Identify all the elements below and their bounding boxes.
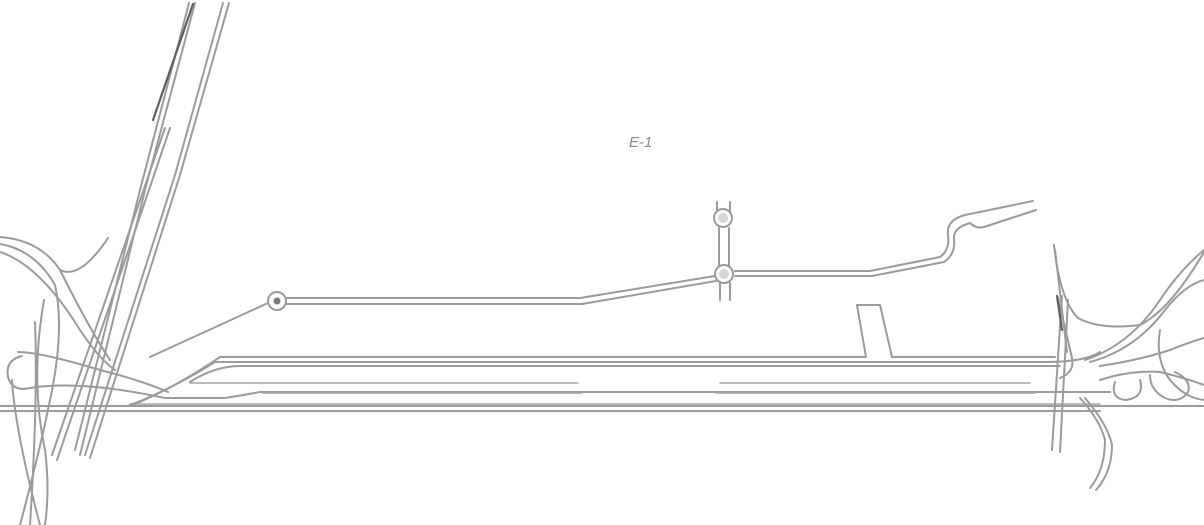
access-stub — [856, 304, 893, 358]
service-roads — [127, 351, 1111, 407]
west-diagonal-highways — [51, 2, 230, 461]
upper-road — [149, 200, 1037, 358]
east-interchange — [1051, 244, 1204, 491]
roundabout-central — [714, 264, 734, 284]
central-spur — [716, 201, 731, 301]
road-label-e1: E-1 — [629, 134, 653, 151]
west-interchange — [0, 236, 169, 525]
roundabout-north — [713, 208, 733, 228]
roundabout-west — [267, 291, 287, 311]
motorway-e1 — [0, 403, 1204, 412]
